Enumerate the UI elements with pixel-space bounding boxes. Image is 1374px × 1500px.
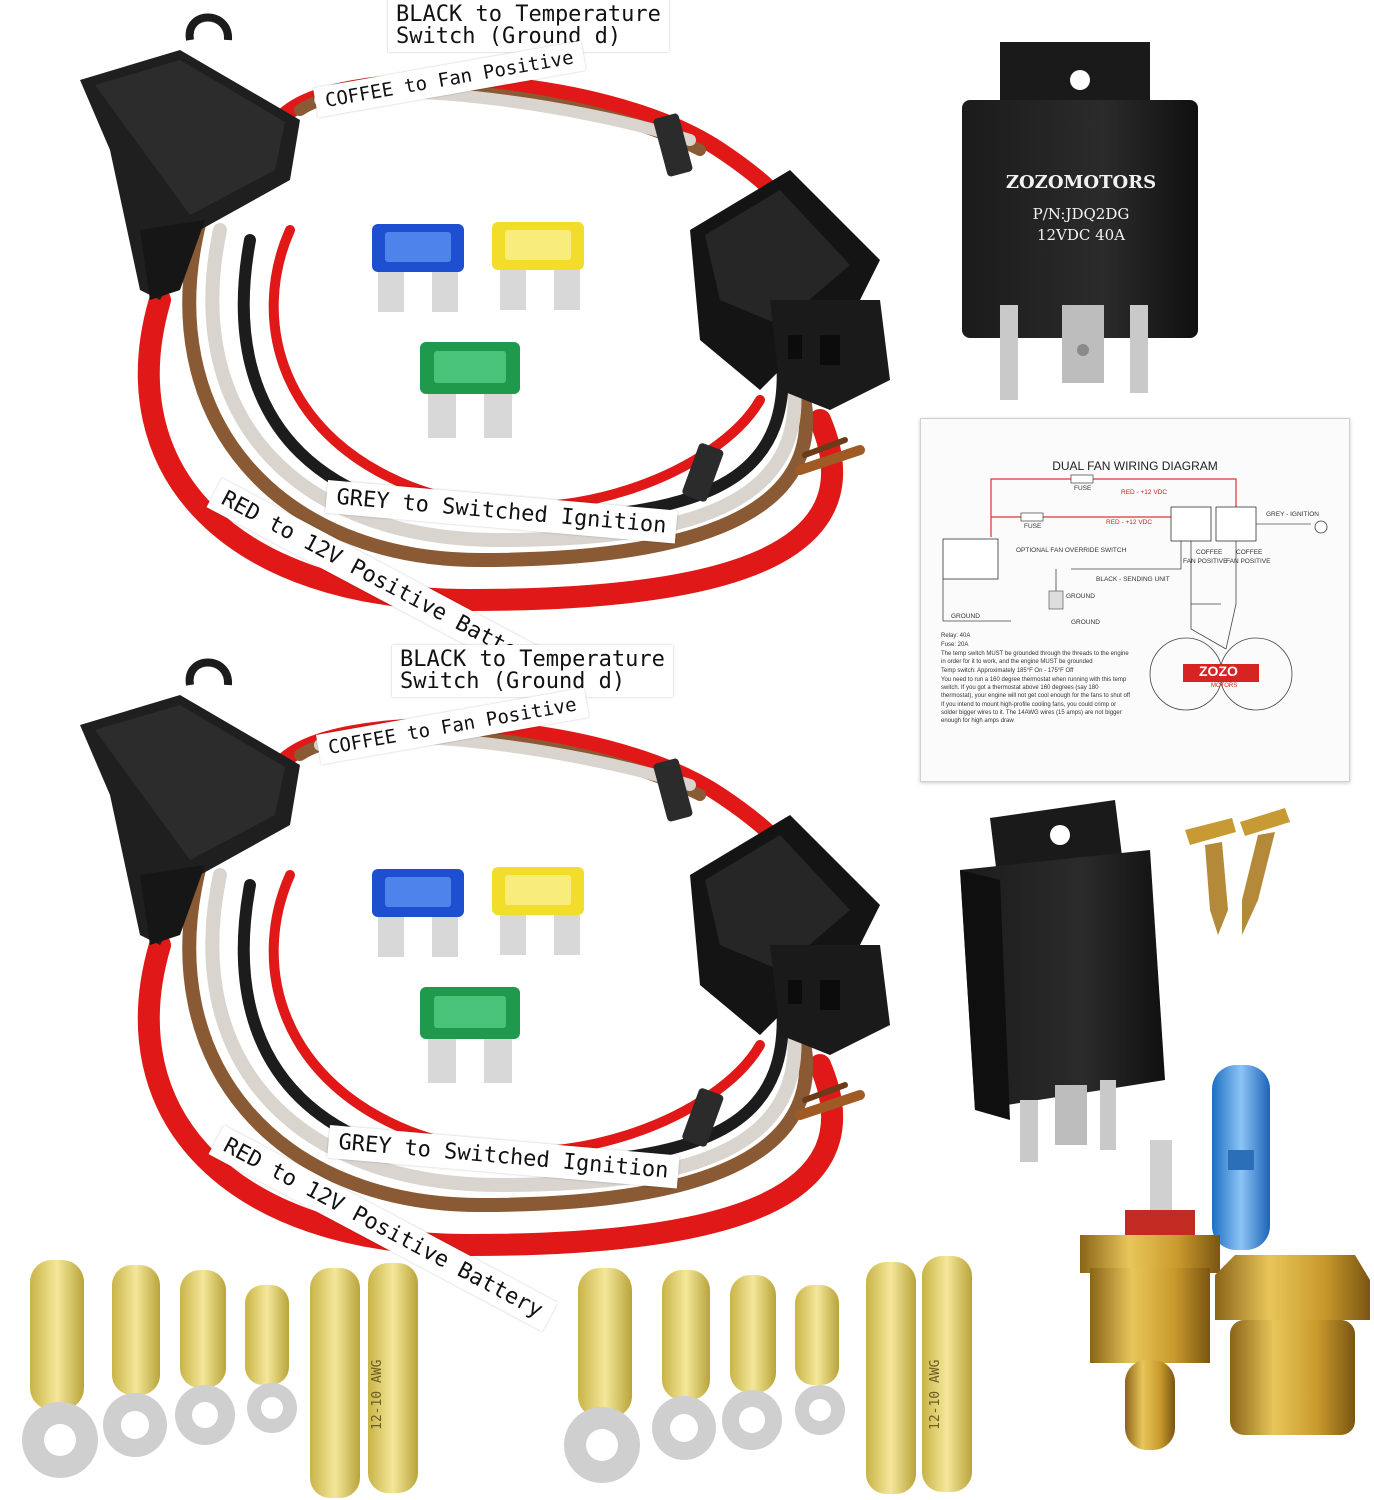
diagram-ground-3: GROUND: [1071, 619, 1100, 626]
wiring-diagram-sheet: DUAL FAN WIRING DIAGRAM FUSE FUSE RED - …: [920, 418, 1350, 782]
diagram-title: DUAL FAN WIRING DIAGRAM: [1052, 459, 1218, 473]
butt-connector-blue: [1212, 1065, 1270, 1250]
diagram-coffee-2: COFFEE: [1236, 549, 1263, 556]
connectors-right: [564, 1256, 972, 1494]
diagram-override-switch: OPTIONAL FAN OVERRIDE SWITCH: [1016, 547, 1127, 554]
diagram-ground-2: GROUND: [1066, 593, 1095, 600]
diagram-black-sending: BLACK - SENDING UNIT: [1096, 576, 1170, 583]
diagram-schematic: [942, 474, 1328, 711]
diagram-red-feed-1: RED - +12 VDC: [1121, 489, 1168, 496]
relay-part-number: P/N:JDQ2DG: [1032, 205, 1130, 223]
diagram-red-feed-2: RED - +12 VDC: [1106, 519, 1153, 526]
awg-print-left: 12-10 AWG: [370, 1359, 385, 1430]
diagram-fuse-1: FUSE: [1074, 485, 1092, 492]
relay-brand: ZOZOMOTORS: [1005, 172, 1157, 193]
relay-rating: 12VDC 40A: [1036, 226, 1126, 244]
diagram-fan-positive-1: FAN POSITIVE: [1183, 558, 1228, 565]
diagram-ground-1: GROUND: [951, 613, 980, 620]
connectors-left: [22, 1260, 418, 1498]
temperature-switch: [1080, 1140, 1220, 1450]
diagram-fan-positive-2: FAN POSITIVE: [1226, 558, 1271, 565]
brass-adapter: [1215, 1255, 1370, 1435]
screws: [1185, 808, 1290, 935]
diagram-logo: ZOZO: [1199, 663, 1238, 679]
relay-bottom: [960, 800, 1165, 1162]
diagram-logo-sub: MOTORS: [1211, 683, 1238, 689]
diagram-fuse-2: FUSE: [1024, 523, 1042, 530]
awg-print-right: 12-10 AWG: [928, 1359, 943, 1430]
diagram-coffee-1: COFFEE: [1196, 549, 1223, 556]
diagram-notes: Relay: 40A Fuse: 20A The temp switch MUS…: [941, 633, 1131, 724]
diagram-grey-ignition: GREY - IGNITION: [1266, 511, 1319, 518]
relay-top: [962, 42, 1198, 400]
